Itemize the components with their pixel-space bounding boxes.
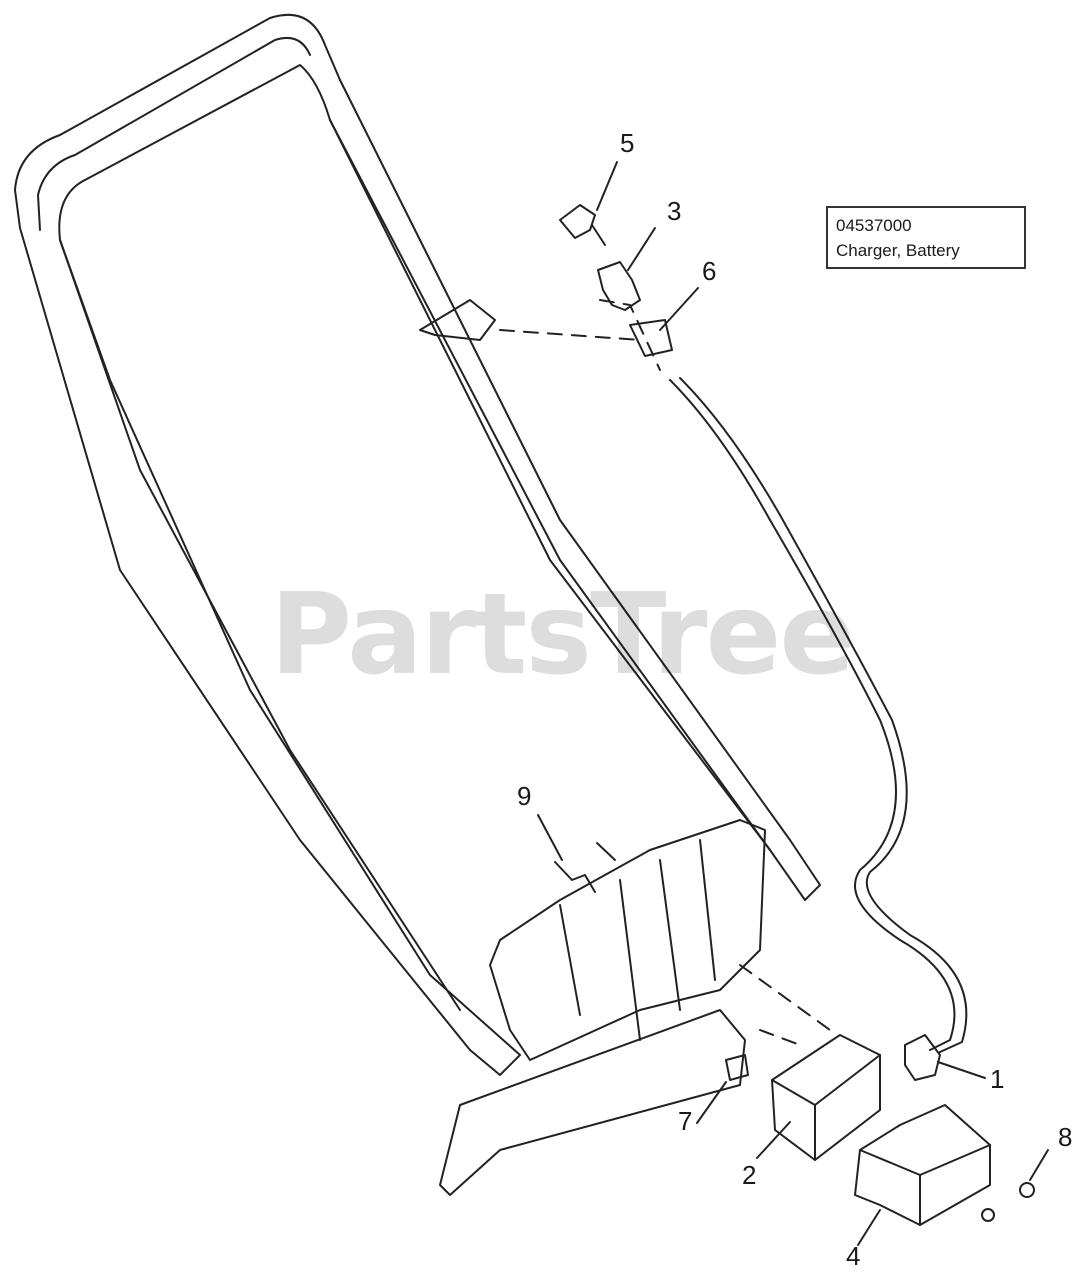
callout-6: 6 — [702, 256, 717, 286]
switch-part — [597, 261, 641, 311]
legend-box: 04537000 Charger, Battery — [826, 206, 1026, 269]
callout-9: 9 — [517, 781, 532, 811]
handle-frame — [14, 13, 821, 1076]
callout-3: 3 — [667, 196, 682, 226]
charger-cable — [669, 379, 956, 1051]
legend-description: Charger, Battery — [836, 241, 960, 260]
bracket-part — [629, 319, 673, 357]
callout-7: 7 — [678, 1106, 693, 1136]
callout-1: 1 — [990, 1064, 1005, 1094]
legend-part-number: 04537000 — [836, 216, 912, 235]
connector-part — [904, 1034, 941, 1081]
callout-5: 5 — [620, 128, 635, 158]
bolt-9 — [554, 861, 596, 893]
nut-part — [1019, 1182, 1035, 1198]
key-part — [559, 204, 596, 239]
callout-8: 8 — [1058, 1122, 1073, 1152]
tray-part — [854, 1104, 991, 1226]
callout-2: 2 — [742, 1160, 757, 1190]
label-tag — [725, 1054, 749, 1081]
deck-plate — [439, 1009, 746, 1196]
callout-4: 4 — [846, 1241, 861, 1271]
battery-part — [771, 1034, 881, 1161]
watermark: PartsTree — [270, 570, 855, 700]
